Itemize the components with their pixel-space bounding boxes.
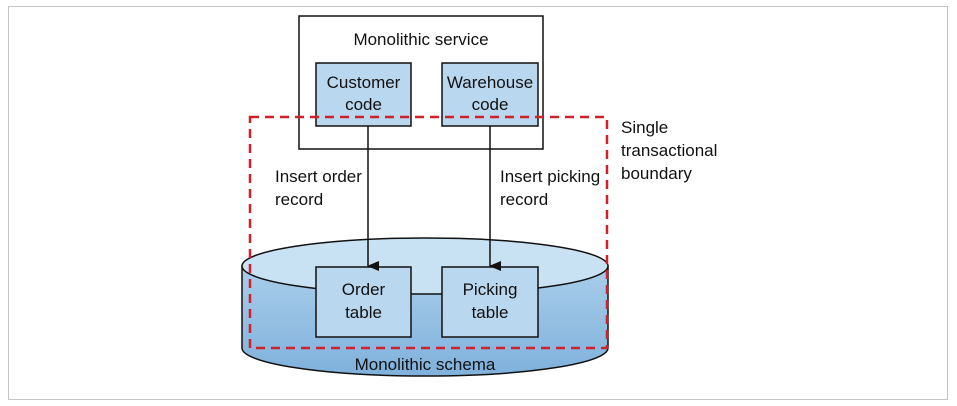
cylinder-top [241, 237, 609, 295]
picking-table-box [441, 266, 539, 338]
order-table-label-line2: table [345, 303, 382, 322]
insert-picking-label-line1: Insert picking [500, 167, 600, 186]
transaction-boundary [248, 115, 609, 350]
insert-order-label-line1: Insert order [275, 167, 362, 186]
monolithic-service-label: Monolithic service [353, 30, 488, 49]
warehouse-code-box [441, 62, 539, 127]
monolithic-schema-label: Monolithic schema [355, 355, 496, 374]
insert-order-label-line2: record [275, 190, 323, 209]
customer-code-label-line1: Customer [327, 73, 401, 92]
customer-code-label-line2: code [345, 95, 382, 114]
figure-frame [8, 6, 948, 400]
picking-table-label-line2: table [472, 303, 509, 322]
warehouse-code-label-line1: Warehouse [447, 73, 533, 92]
warehouse-code-label-line2: code [472, 95, 509, 114]
boundary-label-line1: Single [621, 118, 668, 137]
order-table-box [315, 266, 412, 338]
order-table-label-line1: Order [342, 280, 386, 299]
insert-picking-label-line2: record [500, 190, 548, 209]
boundary-label-line3: boundary [621, 164, 692, 183]
boundary-label-line2: transactional [621, 141, 717, 160]
picking-table-label-line1: Picking [463, 280, 518, 299]
customer-code-box [315, 62, 412, 127]
